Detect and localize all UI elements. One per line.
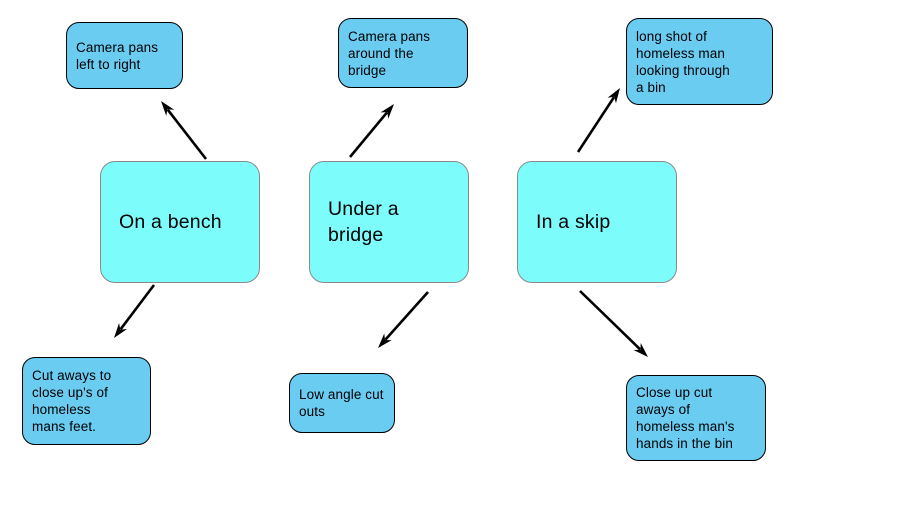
note-camera-pans-left-to-right-label: Camera pans left to right bbox=[76, 39, 159, 72]
arrow-bench-to-camera-pans-left-right bbox=[161, 101, 208, 160]
arrow-skip-to-close-up-hands-head bbox=[633, 342, 648, 357]
arrow-bench-to-cut-aways-feet-shaft bbox=[119, 284, 156, 331]
arrow-bridge-to-low-angle-cut-outs bbox=[378, 291, 429, 348]
note-low-angle-cut-outs-label: Low angle cut outs bbox=[299, 387, 384, 419]
note-low-angle-cut-outs[interactable]: Low angle cut outs bbox=[289, 373, 395, 433]
arrow-bench-to-camera-pans-left-right-shaft bbox=[166, 108, 208, 160]
note-close-up-cut-aways-hands-in-bin[interactable]: Close up cut aways of homeless man's han… bbox=[626, 375, 766, 461]
arrow-bridge-to-camera-pans-around-bridge-shaft bbox=[348, 111, 388, 158]
arrow-skip-to-long-shot-bin bbox=[576, 88, 620, 153]
note-cut-aways-homeless-mans-feet-label: Cut aways to close up's of homeless mans… bbox=[32, 368, 112, 434]
note-camera-pans-around-the-bridge[interactable]: Camera pans around the bridge bbox=[338, 18, 468, 88]
scene-on-a-bench-label: On a bench bbox=[119, 211, 222, 233]
arrow-skip-to-long-shot-bin-head bbox=[607, 88, 620, 104]
scene-under-a-bridge[interactable]: Under a bridge bbox=[309, 161, 469, 283]
arrow-bridge-to-camera-pans-around-bridge bbox=[348, 104, 394, 158]
arrow-bench-to-camera-pans-left-right-head bbox=[161, 101, 175, 116]
arrow-bench-to-cut-aways-feet-head bbox=[114, 323, 128, 338]
scene-on-a-bench[interactable]: On a bench bbox=[100, 161, 260, 283]
note-camera-pans-around-the-bridge-label: Camera pans around the bridge bbox=[348, 28, 431, 78]
note-close-up-cut-aways-hands-in-bin-label: Close up cut aways of homeless man's han… bbox=[636, 385, 735, 451]
note-long-shot-of-homeless-man[interactable]: long shot of homeless man looking throug… bbox=[626, 18, 773, 105]
arrow-skip-to-close-up-hands-shaft bbox=[579, 290, 642, 351]
arrow-bridge-to-camera-pans-around-bridge-head bbox=[380, 104, 394, 119]
arrow-bridge-to-low-angle-cut-outs-shaft bbox=[384, 291, 429, 341]
scene-in-a-skip[interactable]: In a skip bbox=[517, 161, 677, 283]
scene-under-a-bridge-label: Under a bridge bbox=[328, 198, 399, 246]
arrow-bench-to-cut-aways-feet bbox=[114, 284, 156, 338]
note-cut-aways-homeless-mans-feet[interactable]: Cut aways to close up's of homeless mans… bbox=[22, 357, 151, 445]
note-long-shot-of-homeless-man-label: long shot of homeless man looking throug… bbox=[636, 28, 730, 95]
arrow-bridge-to-low-angle-cut-outs-head bbox=[378, 333, 392, 348]
arrow-skip-to-long-shot-bin-shaft bbox=[576, 96, 616, 153]
note-camera-pans-left-to-right[interactable]: Camera pans left to right bbox=[66, 22, 183, 89]
scene-in-a-skip-label: In a skip bbox=[536, 211, 611, 233]
arrow-skip-to-close-up-hands bbox=[579, 290, 648, 357]
